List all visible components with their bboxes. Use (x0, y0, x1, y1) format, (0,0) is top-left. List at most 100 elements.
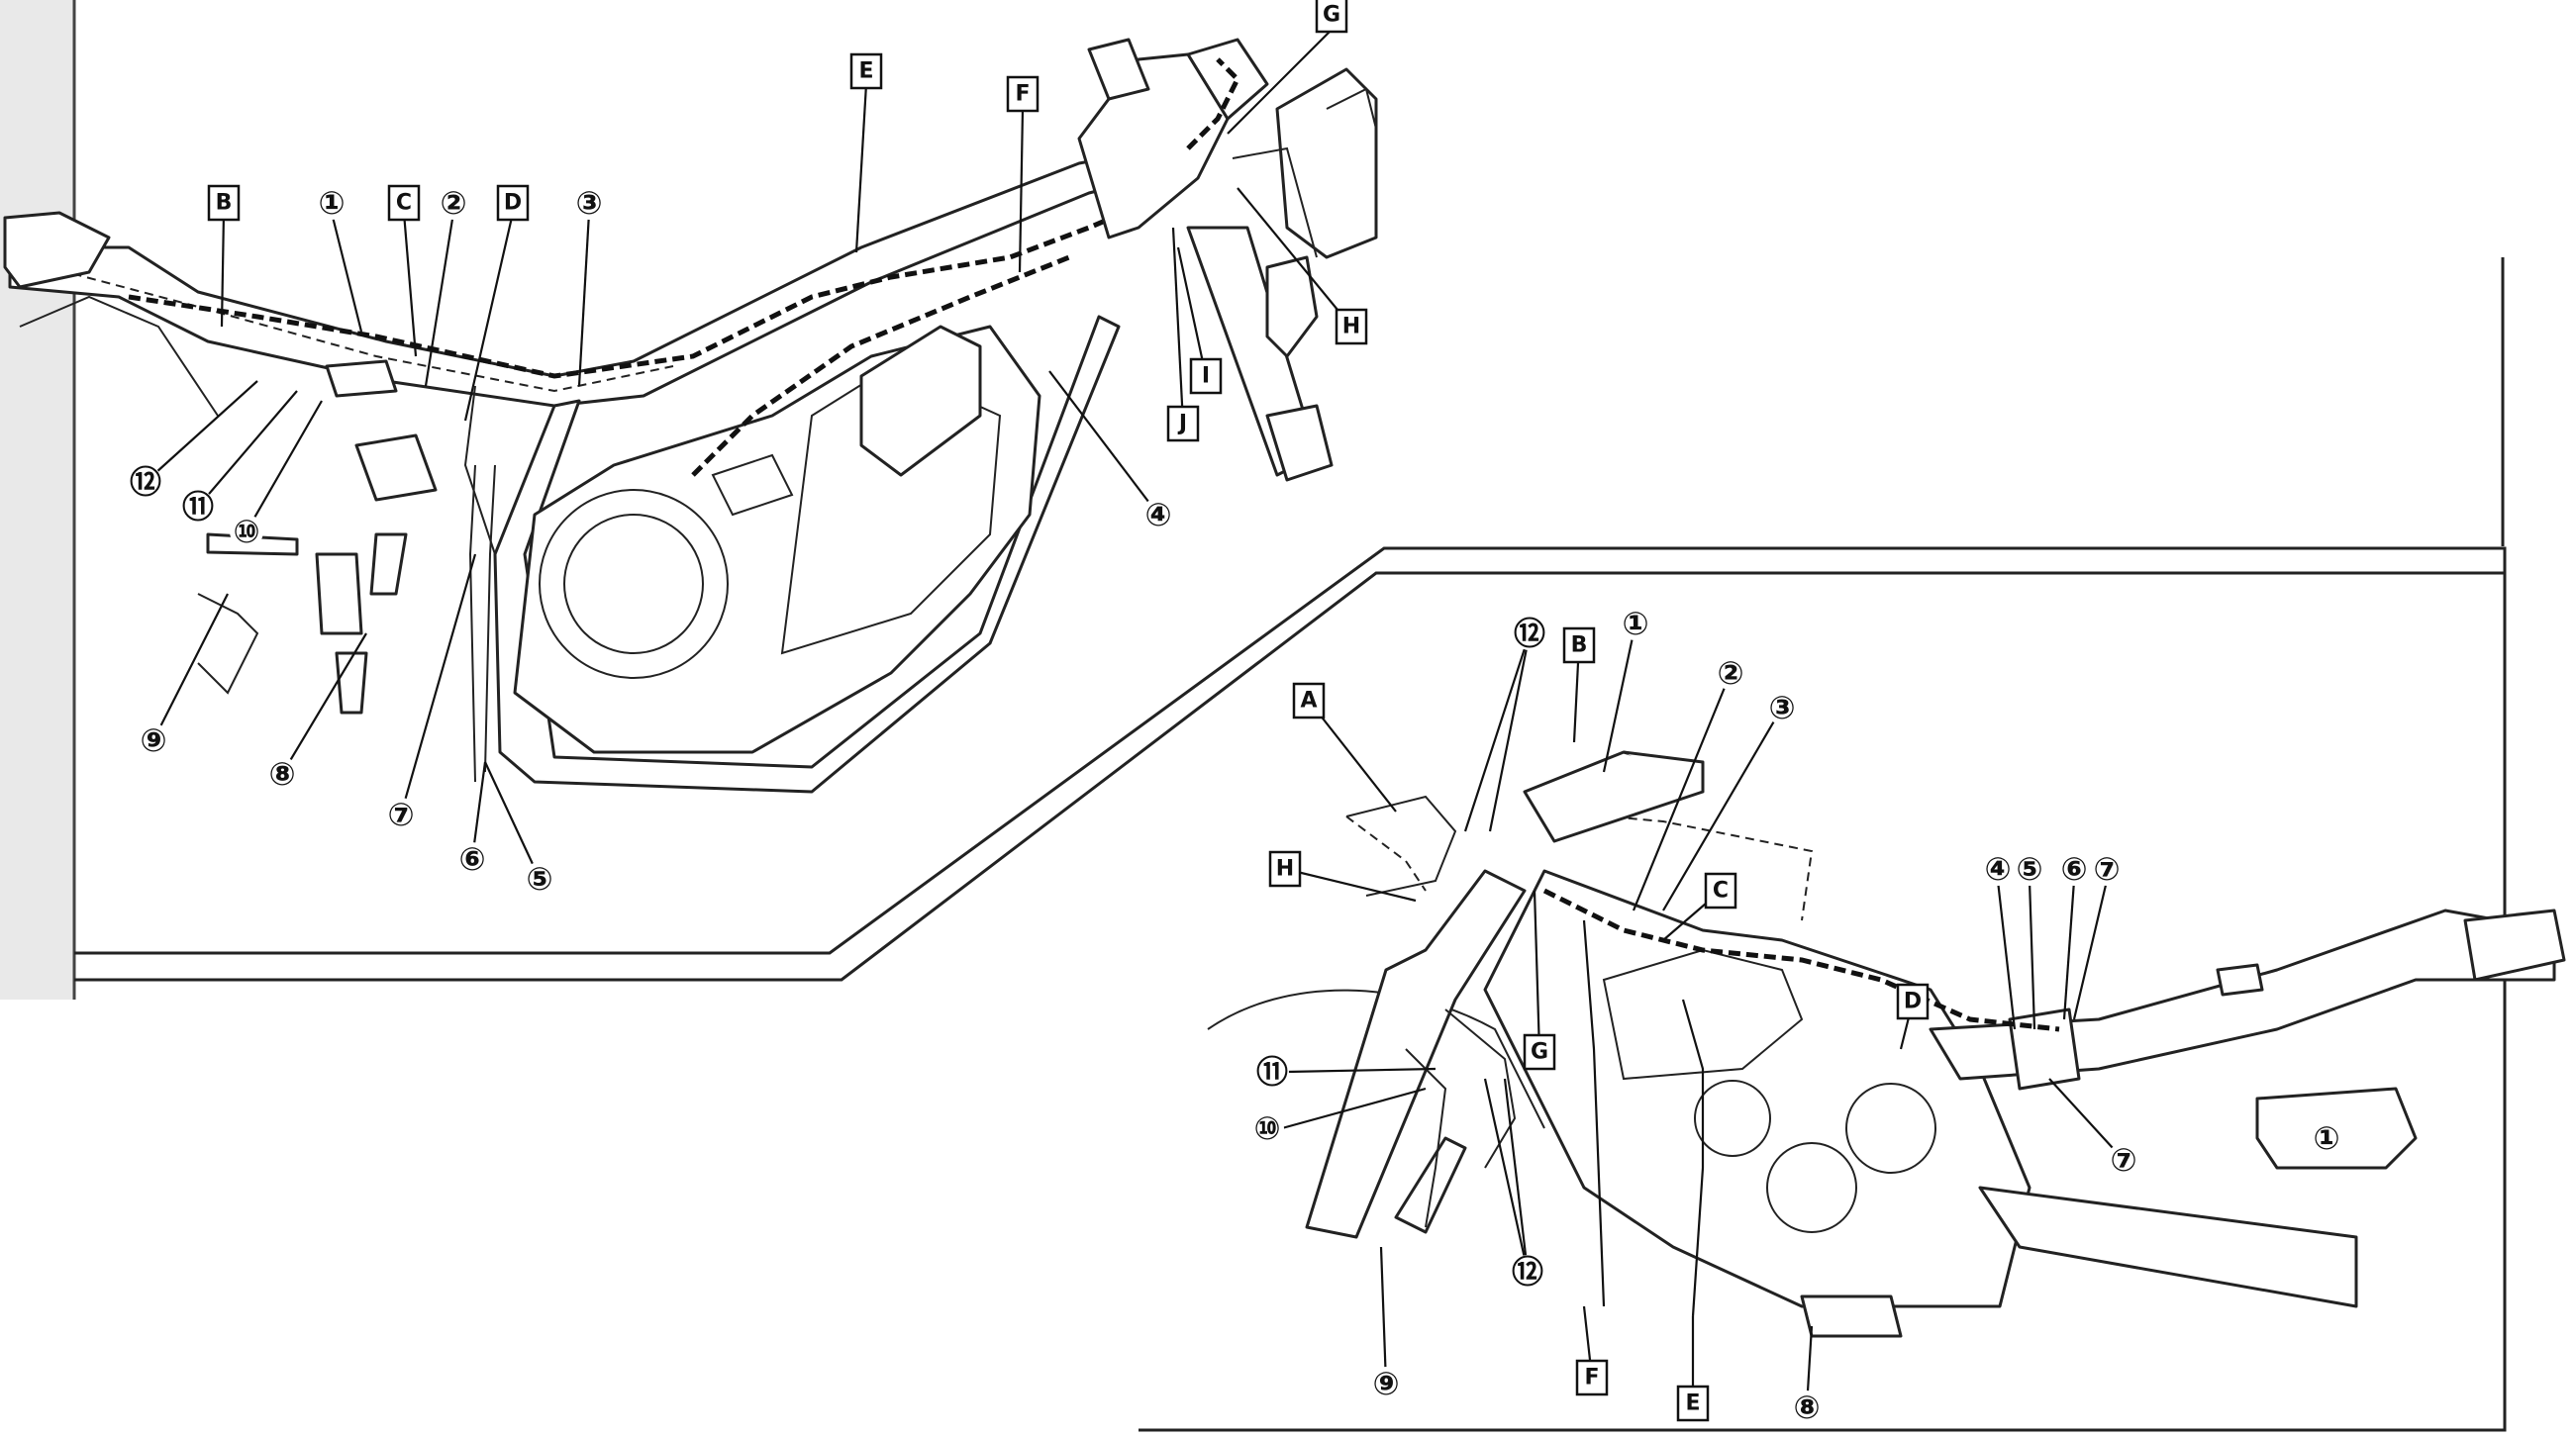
label-text: H (1342, 315, 1360, 339)
panel-frames (74, 257, 2507, 1432)
label-marker: ⑩ (1250, 1109, 1284, 1147)
label-marker: J (1166, 405, 1200, 442)
leader-lines (145, 29, 2125, 1408)
label-marker: ① (315, 184, 348, 222)
label-marker: ⑫ (1513, 615, 1546, 652)
label-box (1335, 308, 1368, 345)
label-circle (1255, 1055, 1289, 1089)
label-text: C (1713, 879, 1729, 904)
label-circle (1765, 691, 1799, 724)
label-marker: F (1575, 1359, 1609, 1396)
label-circle (1714, 656, 1747, 690)
label-marker: ⑨ (137, 721, 170, 759)
label-marker: ① (2310, 1119, 2343, 1157)
label-circle (1511, 1255, 1544, 1289)
label-text: ⑪ (1256, 1053, 1288, 1091)
label-text: ② (1717, 654, 1743, 692)
label-text: D (504, 191, 522, 216)
label-marker: ⑦ (2107, 1141, 2140, 1179)
label-text: ① (1622, 605, 1648, 642)
label-text: ⑫ (1514, 615, 1545, 652)
label-marker: H (1268, 850, 1302, 888)
label-text: J (1177, 412, 1187, 436)
label-text: ⑦ (387, 796, 414, 833)
label-marker: ⑤ (523, 860, 556, 898)
label-marker: ⑦ (2090, 850, 2124, 888)
label-text: E (1685, 1391, 1700, 1416)
label-text: ⑤ (2016, 850, 2042, 888)
label-circle (230, 515, 263, 548)
label-text: ③ (575, 184, 602, 222)
label-text: B (1571, 633, 1588, 658)
label-text: G (1531, 1040, 1548, 1065)
label-circle (437, 186, 470, 220)
label-circle (315, 186, 348, 220)
label-text: ② (440, 184, 466, 222)
side-view-motorcycle (3, 38, 1378, 794)
label-box (1575, 1359, 1609, 1396)
label-circle (181, 490, 215, 524)
label-circle (1790, 1390, 1824, 1424)
label-circle (1981, 852, 2015, 886)
label-circle (1369, 1367, 1403, 1400)
label-text: ⑥ (2060, 850, 2087, 888)
label-marker: E (849, 52, 883, 90)
label-circle (523, 862, 556, 896)
label-box (207, 184, 241, 222)
label-circle (1513, 617, 1546, 650)
label-circle (572, 186, 606, 220)
label-text: F (1584, 1366, 1599, 1390)
label-text: ⑨ (1372, 1365, 1399, 1402)
label-marker: E (1676, 1385, 1710, 1422)
label-marker: H (1335, 308, 1368, 345)
label-marker: ⑫ (129, 463, 162, 501)
scan-edge-shadow (0, 0, 74, 1000)
label-box (387, 184, 421, 222)
label-marker: A (1292, 682, 1326, 719)
label-text: ⑦ (2110, 1141, 2136, 1179)
label-text: ⑧ (1793, 1389, 1820, 1426)
label-text: A (1300, 689, 1317, 714)
label-circle (2107, 1143, 2140, 1177)
label-circle (2090, 852, 2124, 886)
label-box (1704, 872, 1737, 910)
label-text: ⑦ (2093, 850, 2120, 888)
label-marker: ⑧ (265, 755, 299, 793)
label-marker: ① (1619, 605, 1652, 642)
label-marker: ② (437, 184, 470, 222)
label-box (1676, 1385, 1710, 1422)
label-box (1896, 983, 1930, 1020)
label-circle (265, 757, 299, 791)
label-marker: ④ (1141, 496, 1175, 533)
label-marker: ⑦ (384, 796, 418, 833)
label-marker: C (1704, 872, 1737, 910)
label-box (496, 184, 530, 222)
label-circle (1619, 607, 1652, 640)
label-marker: C (387, 184, 421, 222)
label-marker: ② (1714, 654, 1747, 692)
label-text: ⑩ (1253, 1109, 1280, 1147)
label-text: H (1276, 857, 1294, 882)
label-text: ⑩ (233, 513, 259, 550)
label-marker: B (1562, 626, 1596, 664)
label-marker: F (1006, 75, 1040, 113)
label-marker: D (496, 184, 530, 222)
label-text: D (1904, 990, 1922, 1014)
label-text: ⑫ (130, 463, 161, 501)
label-box (1166, 405, 1200, 442)
label-box (1315, 0, 1348, 34)
label-marker: D (1896, 983, 1930, 1020)
label-marker: G (1315, 0, 1348, 34)
label-box (1523, 1033, 1556, 1071)
label-box (1189, 357, 1223, 395)
label-marker: ⑤ (2013, 850, 2046, 888)
label-text: I (1202, 364, 1210, 389)
label-text: ⑫ (1512, 1253, 1543, 1291)
label-marker: ⑩ (230, 513, 263, 550)
label-marker: ③ (572, 184, 606, 222)
label-box (1006, 75, 1040, 113)
label-text: ⑨ (140, 721, 166, 759)
label-circle (137, 723, 170, 757)
label-marker: ⑥ (2057, 850, 2091, 888)
label-circle (2013, 852, 2046, 886)
